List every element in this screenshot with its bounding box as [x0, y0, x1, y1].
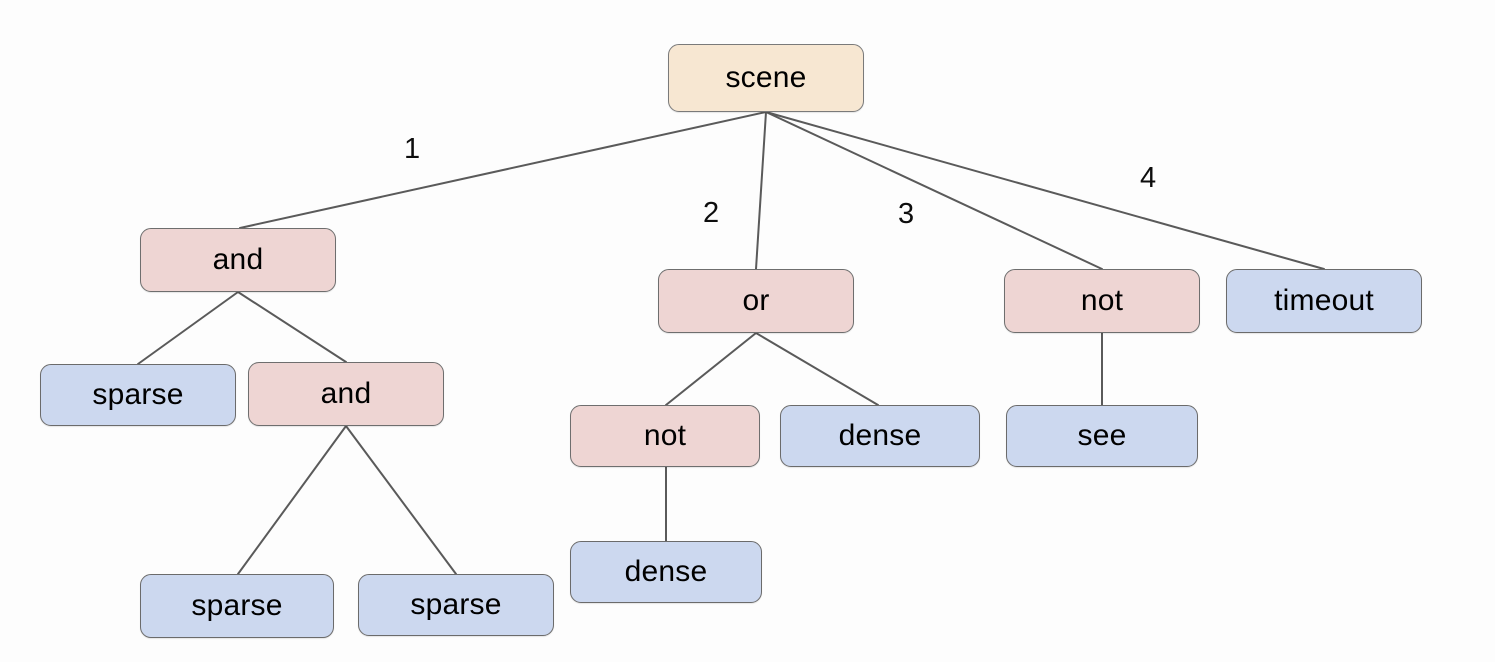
tree-node-label: timeout	[1274, 284, 1374, 317]
tree-node-not1[interactable]: not	[1004, 269, 1200, 333]
tree-node-label: dense	[624, 555, 708, 588]
tree-node-label: sparse	[410, 588, 502, 621]
tree-edge	[755, 111, 767, 270]
tree-node-sparse1[interactable]: sparse	[40, 364, 236, 426]
tree-edge	[765, 111, 1103, 270]
tree-node-label: and	[212, 243, 264, 276]
tree-node-label: not	[643, 419, 687, 452]
tree-node-dense1[interactable]: dense	[780, 405, 980, 467]
tree-node-sparse3[interactable]: sparse	[358, 574, 554, 636]
edge-label: 3	[898, 198, 915, 230]
tree-edge	[765, 111, 1325, 270]
tree-node-timeout1[interactable]: timeout	[1226, 269, 1422, 333]
tree-edge	[239, 111, 767, 229]
tree-node-and1[interactable]: and	[140, 228, 336, 292]
tree-edge	[755, 332, 879, 406]
tree-node-label: see	[1077, 419, 1127, 452]
edge-label: 1	[404, 133, 421, 165]
tree-node-label: and	[320, 377, 372, 410]
tree-node-dense2[interactable]: dense	[570, 541, 762, 603]
tree-edge	[665, 332, 757, 406]
tree-edge	[345, 425, 457, 575]
tree-node-and2[interactable]: and	[248, 362, 444, 426]
tree-edge	[237, 291, 347, 363]
tree-node-scene[interactable]: scene	[668, 44, 864, 112]
tree-node-label: sparse	[92, 378, 184, 411]
tree-edge	[237, 425, 347, 575]
tree-node-label: not	[1080, 284, 1124, 317]
tree-node-or1[interactable]: or	[658, 269, 854, 333]
tree-node-not2[interactable]: not	[570, 405, 760, 467]
edge-label: 2	[703, 197, 720, 229]
tree-node-label: scene	[725, 61, 807, 94]
tree-node-label: sparse	[191, 589, 283, 622]
edge-label: 4	[1140, 162, 1157, 194]
tree-node-label: or	[742, 284, 770, 317]
tree-edge	[137, 291, 239, 365]
tree-node-see1[interactable]: see	[1006, 405, 1198, 467]
tree-node-sparse2[interactable]: sparse	[140, 574, 334, 638]
tree-node-label: dense	[838, 419, 922, 452]
